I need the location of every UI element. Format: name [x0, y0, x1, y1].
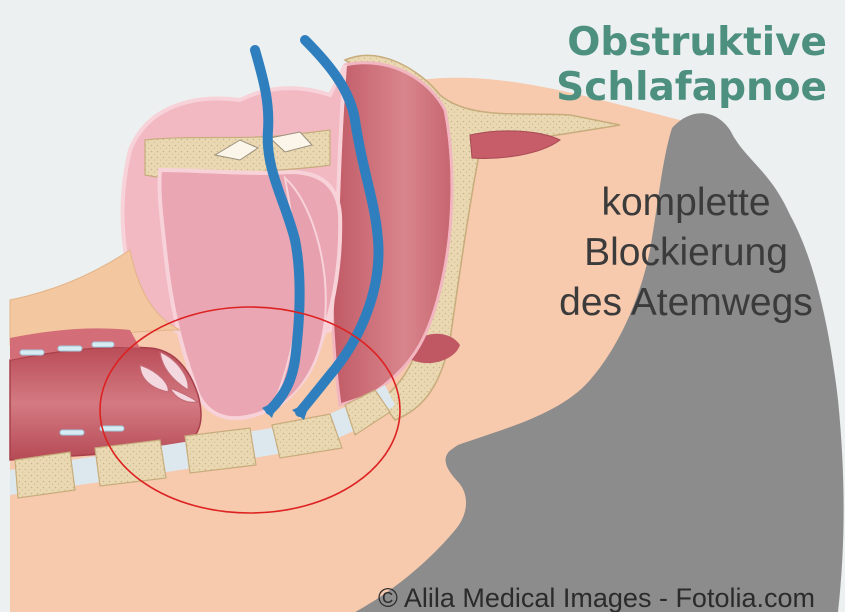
title-line-1: Obstruktive: [556, 20, 827, 65]
subtitle-line-1: komplette: [528, 178, 844, 228]
subtitle-line-2: Blockierung: [528, 228, 844, 278]
title-line-2: Schlafapnoe: [556, 65, 827, 110]
subtitle: komplette Blockierung des Atemwegs: [528, 178, 844, 328]
copyright-text: © Alila Medical Images - Fotolia.com: [378, 582, 815, 612]
title: Obstruktive Schlafapnoe: [556, 20, 827, 110]
subtitle-line-3: des Atemwegs: [528, 278, 844, 328]
